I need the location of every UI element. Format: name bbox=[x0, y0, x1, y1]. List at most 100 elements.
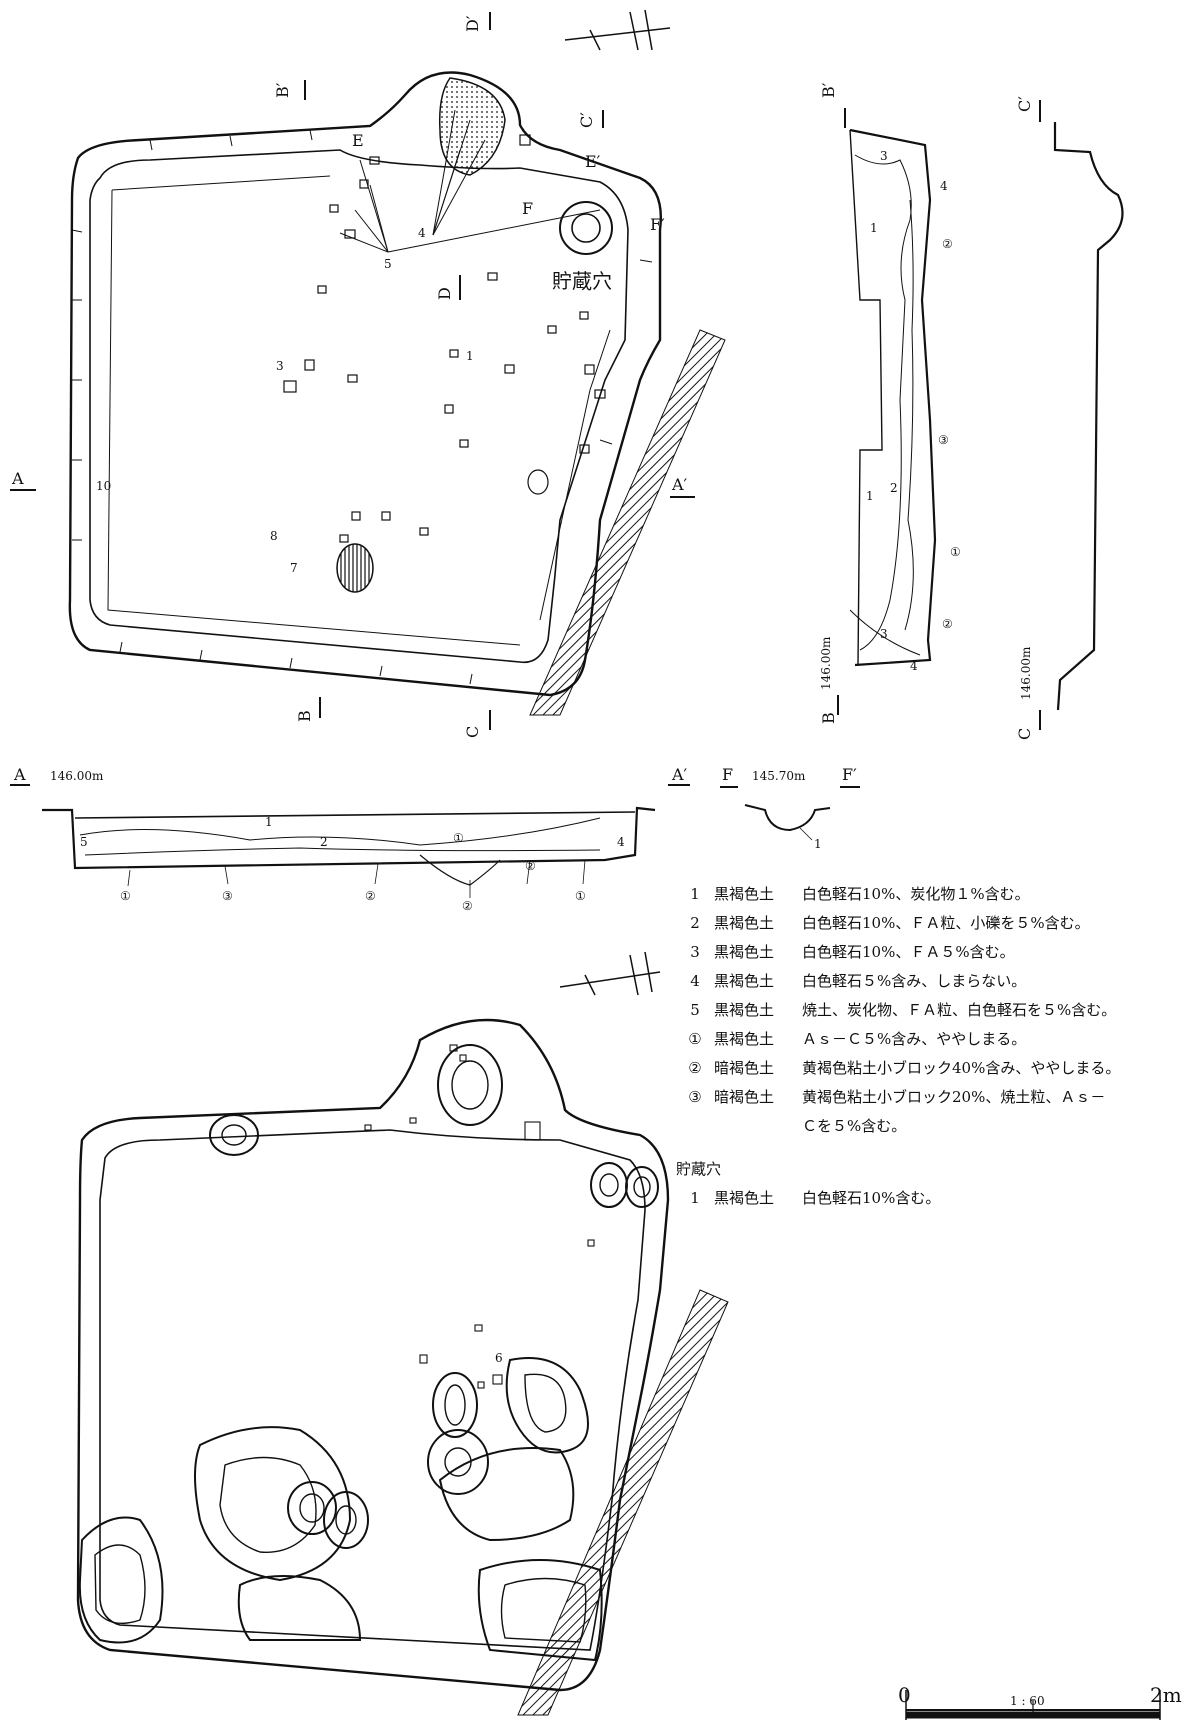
scale-bar bbox=[905, 1690, 1161, 1720]
section-f-prime-label: F′ bbox=[842, 765, 857, 784]
label-c-prime: C′ bbox=[577, 112, 596, 128]
legend-desc: 白色軽石10%含む。 bbox=[802, 1189, 941, 1207]
section-c-label: C bbox=[1015, 728, 1034, 740]
legend-row: ③ 暗褐色土 黄褐色粘土小ブロック20%、焼土粒、Ａｓ－ bbox=[676, 1083, 1191, 1112]
section-f-elevation: 145.70m bbox=[752, 769, 806, 783]
label-b: B bbox=[295, 710, 314, 722]
legend-layer-no: 5 bbox=[690, 1001, 700, 1019]
section-a-layer: ① bbox=[453, 831, 464, 845]
artifact-number: 10 bbox=[96, 479, 111, 493]
section-a-layer: ③ bbox=[222, 889, 233, 903]
scale-bar-labels: 0 1 : 60 2m bbox=[898, 1683, 1182, 1708]
storage-pit-legend-title: 貯蔵穴 bbox=[676, 1160, 722, 1178]
section-a-label: A bbox=[13, 765, 26, 784]
section-b-labels: B′ B 146.00m 1 1 2 3 3 4 4 ① ② ② ③ bbox=[819, 82, 961, 724]
legend-soil: 黒褐色土 bbox=[714, 943, 775, 961]
section-a-layer: ② bbox=[462, 899, 473, 913]
artifact-number: 4 bbox=[418, 226, 426, 240]
section-b-layer: 3 bbox=[880, 149, 888, 163]
section-f-labels: F 145.70m F′ 1 bbox=[722, 765, 857, 851]
legend-soil: 暗褐色土 bbox=[714, 1088, 775, 1106]
section-a-layer: 1 bbox=[265, 815, 273, 829]
label-c: C bbox=[463, 726, 482, 738]
soil-legend: 1 黒褐色土 白色軽石10%、炭化物１%含む。 2 黒褐色土 白色軽石10%、Ｆ… bbox=[676, 880, 1191, 1213]
section-b-layer: ② bbox=[942, 237, 953, 251]
legend-desc: 黄褐色粘土小ブロック40%含み、ややしまる。 bbox=[802, 1059, 1121, 1077]
legend-desc: 黄褐色粘土小ブロック20%、焼土粒、Ａｓ－ bbox=[802, 1088, 1106, 1106]
legend-soil: 黒褐色土 bbox=[714, 1189, 775, 1207]
legend-layer-no: 1 bbox=[690, 1189, 700, 1207]
section-a-layer: 5 bbox=[80, 835, 88, 849]
section-b-prime-label: B′ bbox=[819, 82, 838, 98]
section-a-layer: ② bbox=[365, 889, 376, 903]
section-c-prime-label: C′ bbox=[1015, 96, 1034, 112]
lower-plan bbox=[76, 951, 729, 1716]
section-f-label: F bbox=[722, 765, 733, 784]
label-d-prime: D′ bbox=[463, 15, 482, 32]
section-b-layer: ③ bbox=[938, 433, 949, 447]
legend-layer-no: ② bbox=[688, 1059, 702, 1077]
section-b-layer: 2 bbox=[890, 481, 898, 495]
label-f: F bbox=[522, 199, 533, 218]
label-f-prime: F′ bbox=[650, 215, 665, 234]
artifact-number: 8 bbox=[270, 529, 278, 543]
label-b-prime: B′ bbox=[273, 82, 292, 98]
lower-plan-number: 6 bbox=[495, 1351, 503, 1365]
label-a: A bbox=[11, 469, 24, 488]
section-a-labels: A 146.00m A′ 1 2 4 5 ① ① ① ② ② ② ③ bbox=[13, 765, 688, 913]
section-c bbox=[1039, 100, 1124, 730]
legend-row: 1 黒褐色土 白色軽石10%、炭化物１%含む。 bbox=[676, 880, 1191, 909]
section-b bbox=[837, 108, 937, 715]
legend-layer-no: ③ bbox=[688, 1088, 702, 1106]
legend-layer-no: 3 bbox=[690, 943, 700, 961]
section-b-elevation: 146.00m bbox=[819, 636, 833, 690]
section-f bbox=[720, 786, 860, 841]
legend-desc: 白色軽石10%、炭化物１%含む。 bbox=[802, 885, 1030, 903]
section-b-layer: 4 bbox=[910, 659, 918, 673]
legend-layer-no: 4 bbox=[690, 972, 700, 990]
legend-desc: 白色軽石10%、ＦＡ粒、小礫を５%含む。 bbox=[802, 914, 1090, 932]
artifact-number: 5 bbox=[384, 257, 392, 271]
section-c-elevation: 146.00m bbox=[1019, 646, 1033, 700]
legend-layer-no: 2 bbox=[690, 914, 700, 932]
lower-plan-labels: 6 bbox=[495, 1351, 503, 1365]
legend-row: 5 黒褐色土 焼土、炭化物、ＦＡ粒、白色軽石を５%含む。 bbox=[676, 996, 1191, 1025]
label-d: D bbox=[435, 287, 454, 300]
section-a-elevation: 146.00m bbox=[50, 769, 104, 783]
section-b-layer: ① bbox=[950, 545, 961, 559]
legend-row: 3 黒褐色土 白色軽石10%、ＦＡ５%含む。 bbox=[676, 938, 1191, 967]
legend-desc: 焼土、炭化物、ＦＡ粒、白色軽石を５%含む。 bbox=[802, 1001, 1117, 1019]
artifact-number: 3 bbox=[276, 359, 284, 373]
scale-zero: 0 bbox=[898, 1683, 911, 1707]
legend-soil: 暗褐色土 bbox=[714, 1059, 775, 1077]
legend-desc: Ａｓ－Ｃ５%含み、ややしまる。 bbox=[802, 1030, 1027, 1048]
legend-layer-no: 1 bbox=[690, 885, 700, 903]
label-e: E bbox=[352, 131, 364, 150]
storage-pit-label: 貯蔵穴 bbox=[552, 269, 612, 293]
legend-soil: 黒褐色土 bbox=[714, 972, 775, 990]
legend-layer-no: ① bbox=[688, 1030, 702, 1048]
label-e-prime: E′ bbox=[585, 152, 601, 171]
section-b-label: B bbox=[819, 712, 838, 724]
artifact-number: 1 bbox=[466, 349, 474, 363]
artifact-number: 7 bbox=[290, 561, 298, 575]
upper-plan-labels: A A′ B′ B C′ C D′ D E E′ F F′ 貯蔵穴 1 3 4 … bbox=[11, 15, 688, 738]
legend-continuation: Ｃを５%含む。 bbox=[802, 1117, 907, 1135]
section-b-layer: 1 bbox=[866, 489, 874, 503]
section-b-layer: 4 bbox=[940, 179, 948, 193]
legend-soil: 黒褐色土 bbox=[714, 1030, 775, 1048]
section-b-layer: ② bbox=[942, 617, 953, 631]
section-a-layer: ① bbox=[575, 889, 586, 903]
legend-soil: 黒褐色土 bbox=[714, 885, 775, 903]
label-a-prime: A′ bbox=[671, 475, 688, 494]
scale-max: 2m bbox=[1150, 1683, 1182, 1707]
legend-desc: 白色軽石５%含み、しまらない。 bbox=[802, 972, 1027, 990]
section-a bbox=[10, 784, 690, 898]
section-a-layer: ① bbox=[120, 889, 131, 903]
upper-plan bbox=[10, 9, 726, 730]
scale-ratio: 1 : 60 bbox=[1010, 1694, 1045, 1708]
section-c-labels: C′ C 146.00m bbox=[1015, 96, 1034, 740]
section-a-layer: 4 bbox=[617, 835, 625, 849]
legend-row: 1 黒褐色土 白色軽石10%含む。 bbox=[676, 1184, 1191, 1213]
